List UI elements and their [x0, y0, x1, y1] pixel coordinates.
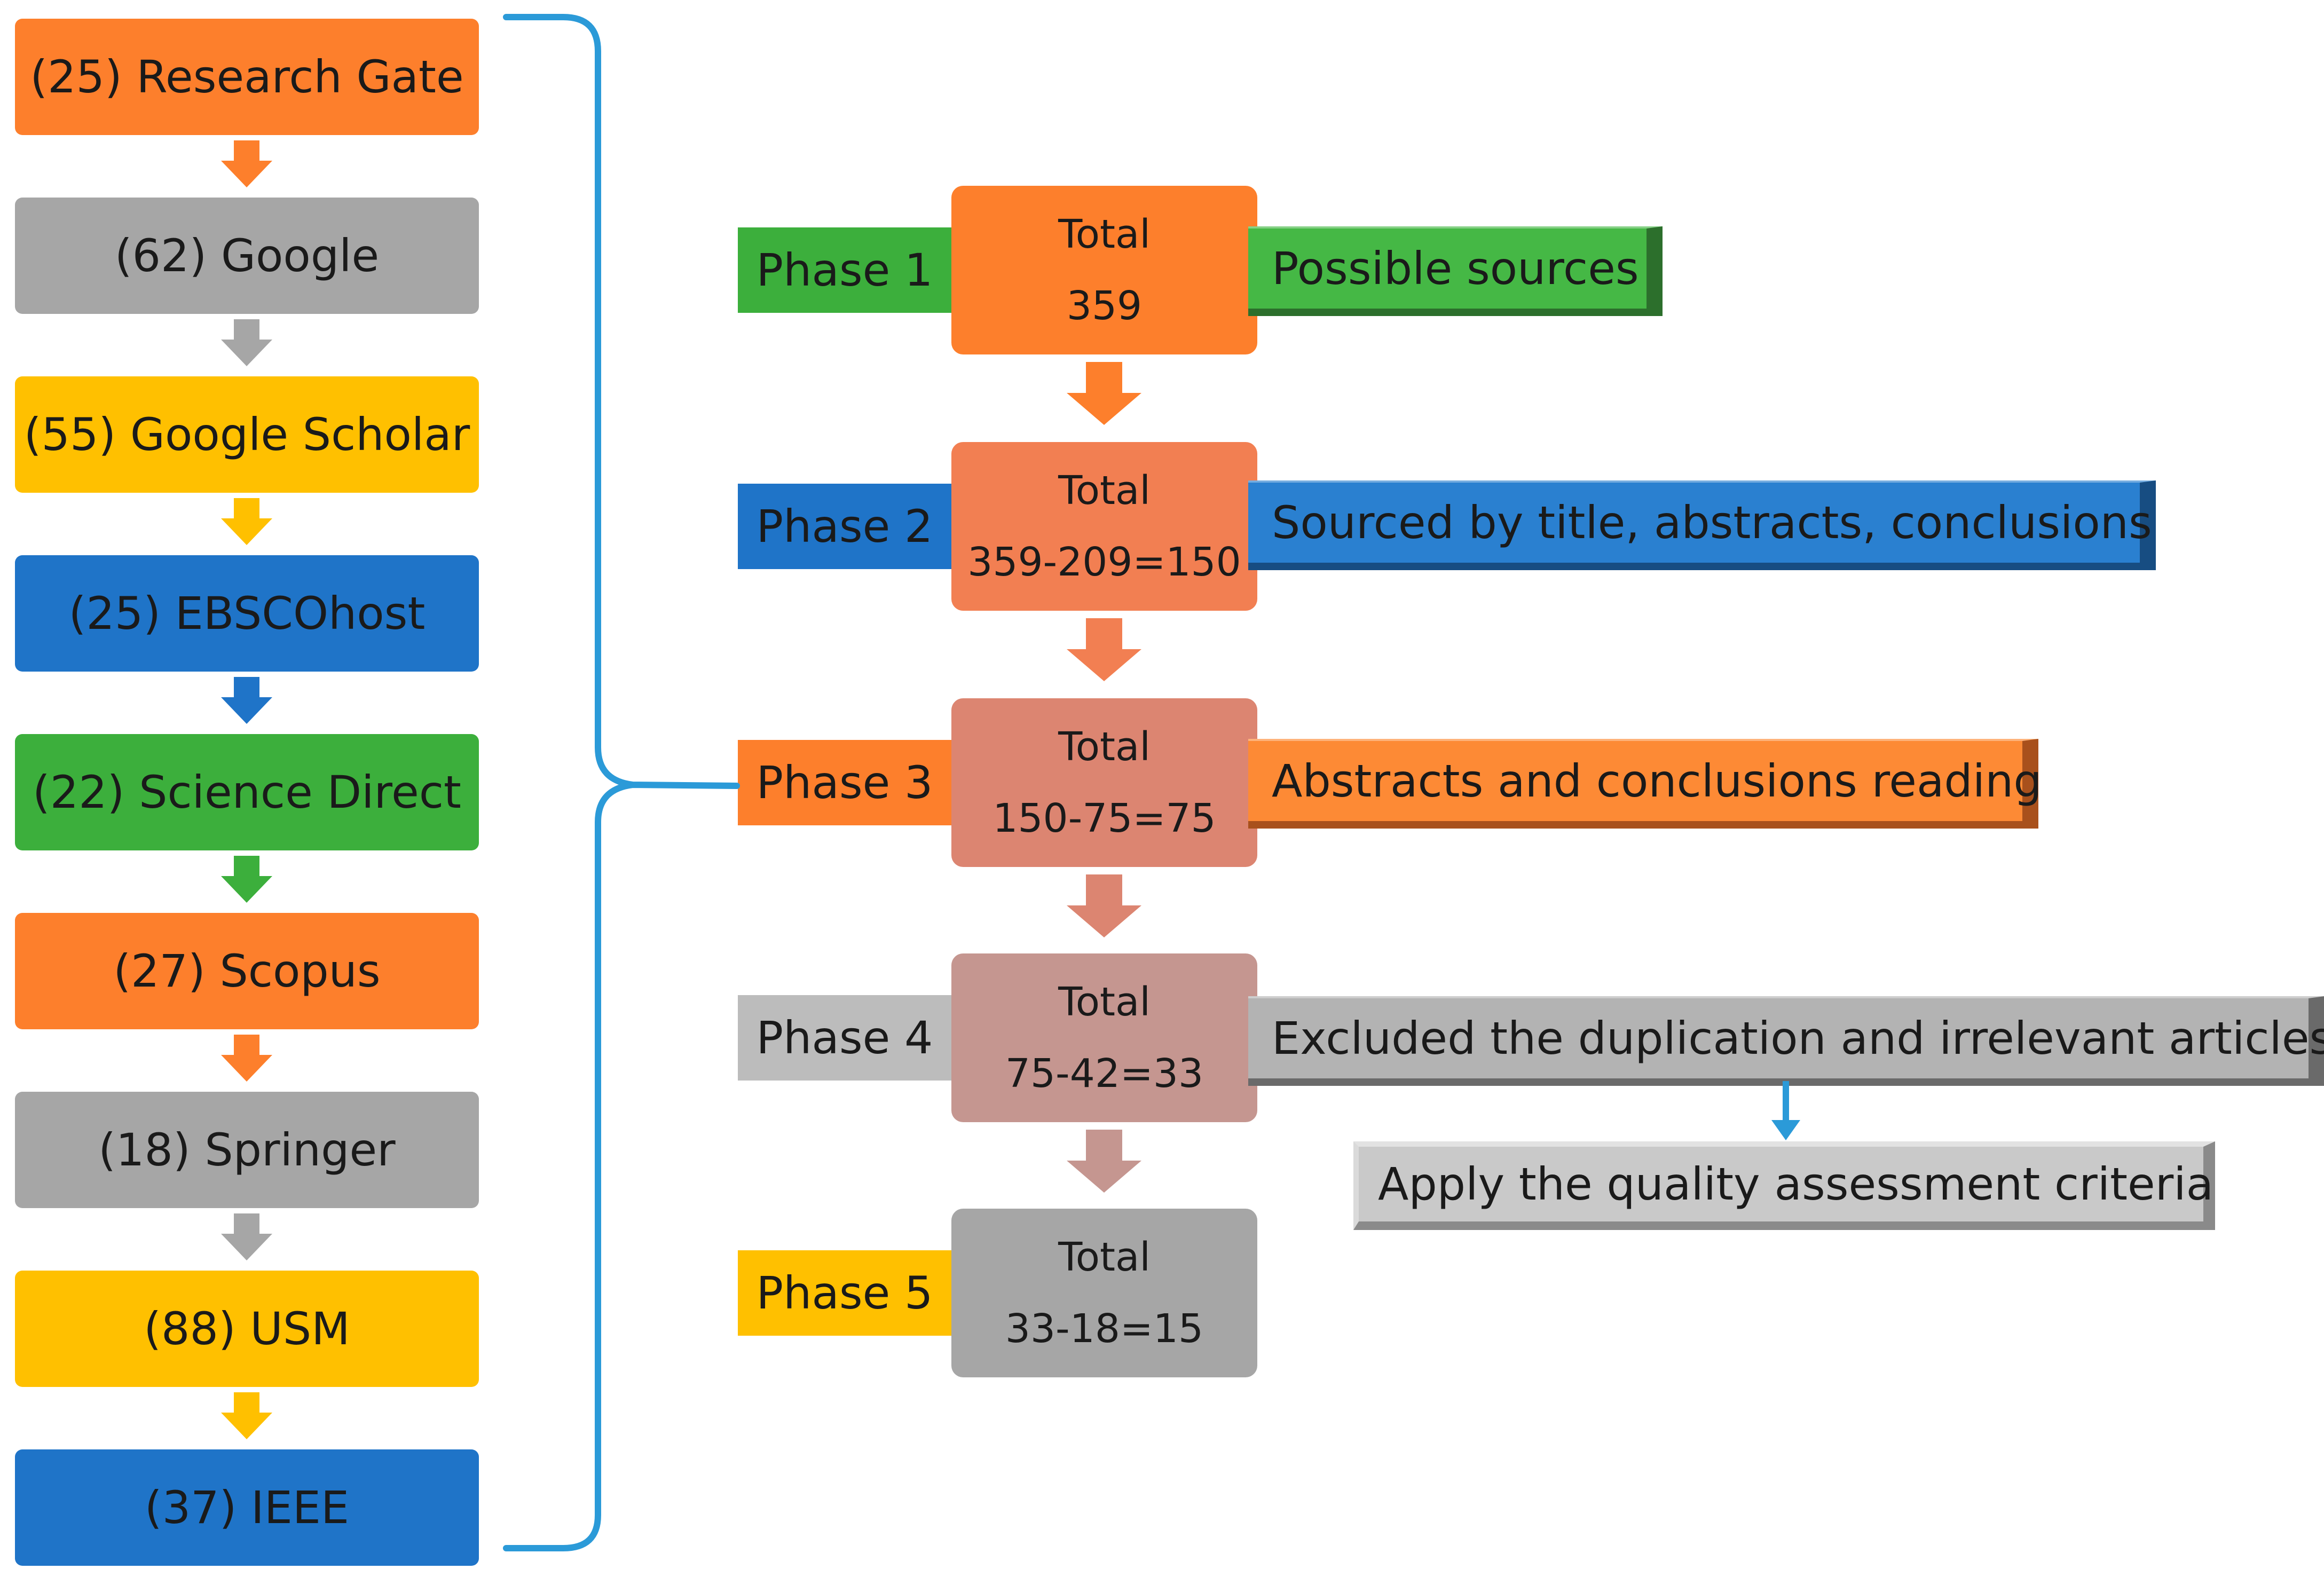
phase-note: Possible sources: [1248, 226, 1663, 316]
down-arrow-icon: [1067, 362, 1141, 425]
down-arrow-icon: [221, 140, 272, 187]
down-arrow-icon: [221, 1213, 272, 1260]
phase-note: Sourced by title, abstracts, conclusions: [1248, 480, 2156, 570]
total-label: Total: [1058, 211, 1151, 257]
down-arrow-icon: [1067, 874, 1141, 937]
source-box: (88) USM: [15, 1271, 479, 1387]
down-arrow-icon: [221, 1035, 272, 1082]
phase-label: Phase 2: [738, 484, 951, 569]
phase-total-box: Total 359-209=150: [951, 442, 1257, 611]
source-box: (27) Scopus: [15, 913, 479, 1029]
total-label: Total: [1058, 468, 1151, 514]
total-value: 359-209=150: [967, 539, 1241, 585]
down-arrow-icon: [1771, 1081, 1800, 1140]
down-arrow-icon: [221, 677, 272, 724]
phase-label: Phase 5: [738, 1250, 951, 1336]
phase-label: Phase 1: [738, 227, 951, 313]
source-box: (37) IEEE: [15, 1449, 479, 1566]
total-value: 359: [1066, 283, 1143, 329]
sources-brace: [503, 14, 740, 1551]
phase-label: Phase 3: [738, 740, 951, 825]
down-arrow-icon: [221, 319, 272, 366]
down-arrow-icon: [1067, 1130, 1141, 1193]
total-label: Total: [1058, 1234, 1151, 1280]
total-label: Total: [1058, 724, 1151, 770]
quality-assessment-note: Apply the quality assessment criteria: [1353, 1141, 2215, 1230]
phase-arrows: [1067, 362, 1141, 1193]
total-value: 33-18=15: [1005, 1306, 1204, 1352]
phase-total-box: Total 359: [951, 186, 1257, 354]
down-arrow-icon: [221, 856, 272, 903]
total-value: 75-42=33: [1005, 1051, 1204, 1097]
source-box: (25) Research Gate: [15, 19, 479, 135]
phase-note: Abstracts and conclusions reading: [1248, 739, 2042, 829]
source-box: (25) EBSCOhost: [15, 555, 479, 672]
source-box: (18) Springer: [15, 1092, 479, 1208]
down-arrow-icon: [221, 1392, 272, 1439]
source-box: (22) Science Direct: [15, 734, 479, 850]
total-value: 150-75=75: [992, 795, 1216, 841]
phase-total-box: Total 75-42=33: [951, 953, 1257, 1122]
phase-total-box: Total 150-75=75: [951, 698, 1257, 867]
phase-note: Excluded the duplication and irrelevant …: [1248, 996, 2324, 1086]
phase-label: Phase 4: [738, 995, 951, 1081]
source-box: (62) Google: [15, 198, 479, 314]
down-arrow-icon: [1067, 618, 1141, 681]
total-label: Total: [1058, 979, 1151, 1025]
phase-total-box: Total 33-18=15: [951, 1209, 1257, 1377]
down-arrow-icon: [221, 498, 272, 545]
source-box: (55) Google Scholar: [15, 376, 479, 493]
source-arrows: [221, 140, 272, 1439]
